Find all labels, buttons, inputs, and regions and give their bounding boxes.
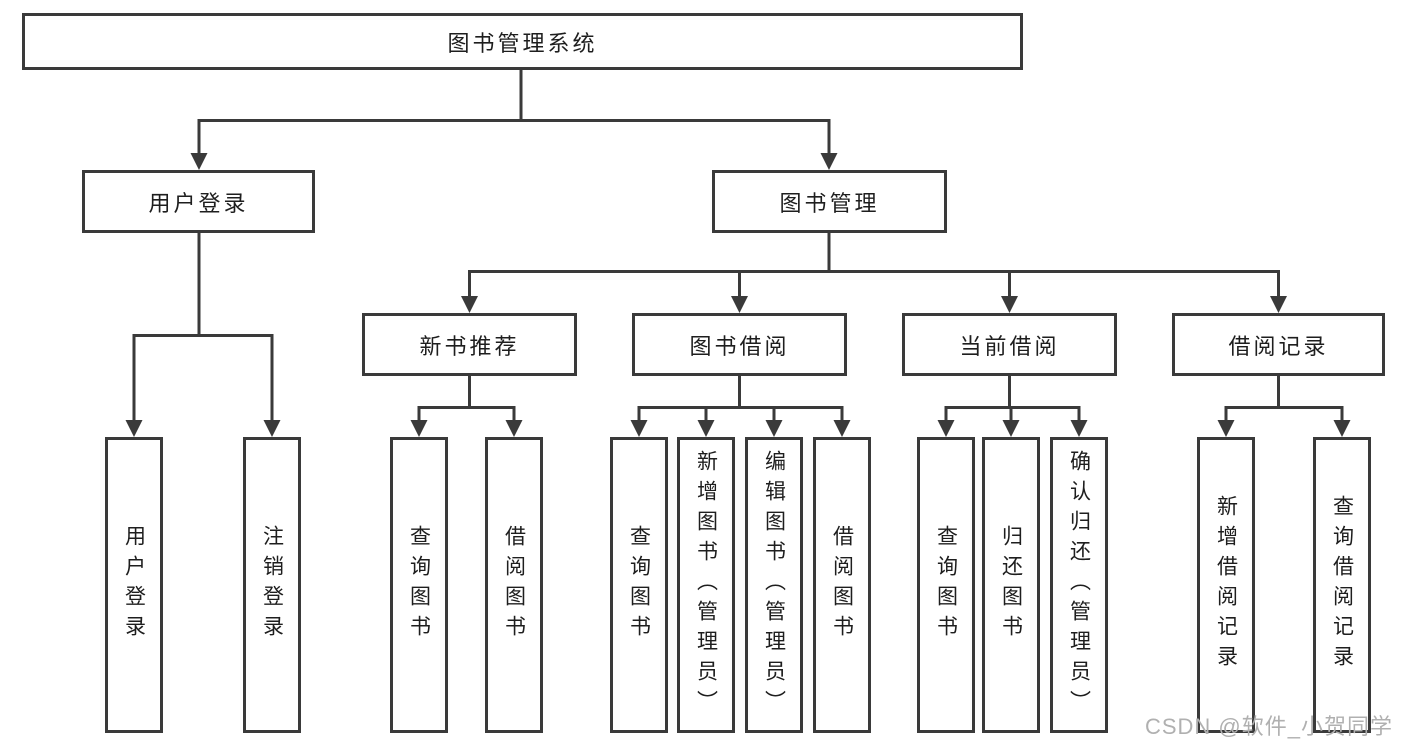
leaf-add-borrow-record: 新增借阅记录: [1197, 437, 1255, 733]
leaf-label: 新增借阅记录: [1214, 495, 1238, 675]
leaf-label: 借阅图书: [830, 525, 854, 645]
leaf-user-login: 用户登录: [105, 437, 163, 733]
csdn-watermark: CSDN @软件_小贺同学: [1144, 714, 1393, 739]
leaf-add-books-admin: 新增图书（管理员）: [677, 437, 735, 733]
node-current-borrowing: 当前借阅: [902, 313, 1117, 376]
leaf-label: 编辑图书（管理员）: [762, 450, 786, 720]
leaf-query-books: 查询图书: [390, 437, 448, 733]
leaf-edit-books-admin: 编辑图书（管理员）: [745, 437, 803, 733]
leaf-query-borrow-record: 查询借阅记录: [1313, 437, 1371, 733]
leaf-borrow-books: 借阅图书: [485, 437, 543, 733]
leaf-borrow-books: 借阅图书: [813, 437, 871, 733]
leaf-query-books: 查询图书: [917, 437, 975, 733]
leaf-label: 归还图书: [999, 525, 1023, 645]
leaf-query-books: 查询图书: [610, 437, 668, 733]
node-borrowing-records: 借阅记录: [1172, 313, 1385, 376]
leaf-label: 查询图书: [934, 525, 958, 645]
leaf-confirm-return-admin: 确认归还（管理员）: [1050, 437, 1108, 733]
leaf-return-books: 归还图书: [982, 437, 1040, 733]
leaf-logout: 注销登录: [243, 437, 301, 733]
leaf-label: 查询借阅记录: [1330, 495, 1354, 675]
leaf-label: 借阅图书: [502, 525, 526, 645]
leaf-label: 查询图书: [627, 525, 651, 645]
leaf-label: 新增图书（管理员）: [694, 450, 718, 720]
node-book-borrowing: 图书借阅: [632, 313, 847, 376]
leaf-label: 确认归还（管理员）: [1067, 450, 1091, 720]
leaf-label: 查询图书: [407, 525, 431, 645]
node-library-management-system: 图书管理系统: [22, 13, 1023, 70]
leaf-label: 用户登录: [122, 525, 146, 645]
node-new-book-recommendation: 新书推荐: [362, 313, 577, 376]
node-user-login: 用户登录: [82, 170, 315, 233]
node-book-management: 图书管理: [712, 170, 947, 233]
leaf-label: 注销登录: [260, 525, 284, 645]
